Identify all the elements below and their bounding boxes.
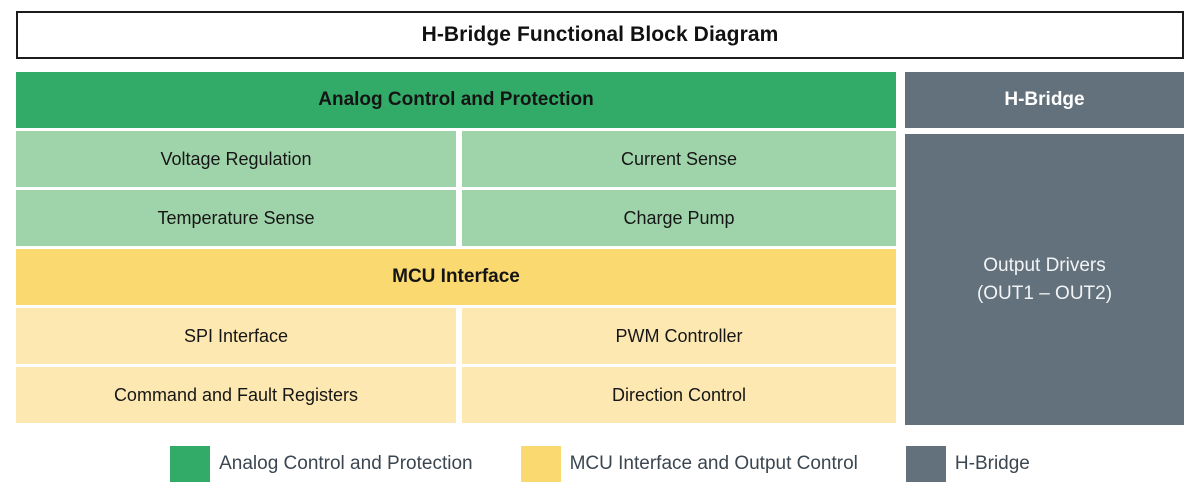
legend-label-hbridge: H-Bridge <box>954 453 1030 474</box>
block-charge-pump-label: Charge Pump <box>623 207 735 228</box>
block-temperature-sense[interactable]: Temperature Sense <box>16 190 456 246</box>
block-command-and-fault-registers-label: Command and Fault Registers <box>113 384 359 405</box>
analog-group-header: Analog Control and Protection <box>16 72 896 128</box>
block-output-drivers-line2: (OUT1 – OUT2) <box>976 282 1113 304</box>
block-spi-interface-label: SPI Interface <box>183 325 289 346</box>
block-voltage-regulation[interactable]: Voltage Regulation <box>16 131 456 187</box>
legend-swatch-mcu-icon <box>520 446 561 482</box>
block-voltage-regulation-label: Voltage Regulation <box>160 148 312 169</box>
block-output-drivers-line1: Output Drivers <box>983 254 1106 276</box>
analog-row-2: Temperature Sense Charge Pump <box>16 190 896 246</box>
hbridge-group-header-label: H-Bridge <box>1004 89 1085 110</box>
block-pwm-controller[interactable]: PWM Controller <box>462 308 896 364</box>
block-current-sense[interactable]: Current Sense <box>462 131 896 187</box>
right-column: H-Bridge Output Drivers (OUT1 – OUT2) <box>905 72 1184 425</box>
block-spi-interface[interactable]: SPI Interface <box>16 308 456 364</box>
block-current-sense-label: Current Sense <box>620 148 738 169</box>
legend-label-mcu: MCU Interface and Output Control <box>569 453 858 474</box>
mcu-group-header: MCU Interface <box>16 249 896 305</box>
legend: Analog Control and Protection MCU Interf… <box>0 443 1200 485</box>
block-direction-control[interactable]: Direction Control <box>462 367 896 423</box>
legend-swatch-hbridge-icon <box>905 446 946 482</box>
analog-row-1: Voltage Regulation Current Sense <box>16 131 896 187</box>
mcu-group-header-label: MCU Interface <box>392 266 520 287</box>
block-pwm-controller-label: PWM Controller <box>615 325 743 346</box>
hbridge-group-header: H-Bridge <box>905 72 1184 128</box>
diagram-title-box: H-Bridge Functional Block Diagram <box>16 11 1184 59</box>
block-temperature-sense-label: Temperature Sense <box>157 207 315 228</box>
analog-group-header-label: Analog Control and Protection <box>318 89 594 110</box>
block-output-drivers[interactable]: Output Drivers (OUT1 – OUT2) <box>905 134 1184 425</box>
diagram-body: Analog Control and Protection Voltage Re… <box>16 72 1184 425</box>
page-title: H-Bridge Functional Block Diagram <box>421 23 779 46</box>
legend-label-analog: Analog Control and Protection <box>219 453 473 474</box>
left-column: Analog Control and Protection Voltage Re… <box>16 72 896 425</box>
legend-item-mcu: MCU Interface and Output Control <box>520 446 858 482</box>
mcu-row-2: Command and Fault Registers Direction Co… <box>16 367 896 423</box>
mcu-row-1: SPI Interface PWM Controller <box>16 308 896 364</box>
legend-item-analog: Analog Control and Protection <box>170 446 473 482</box>
legend-swatch-analog-icon <box>170 446 211 482</box>
block-charge-pump[interactable]: Charge Pump <box>462 190 896 246</box>
legend-item-hbridge: H-Bridge <box>905 446 1030 482</box>
block-command-and-fault-registers[interactable]: Command and Fault Registers <box>16 367 456 423</box>
block-direction-control-label: Direction Control <box>611 384 747 405</box>
